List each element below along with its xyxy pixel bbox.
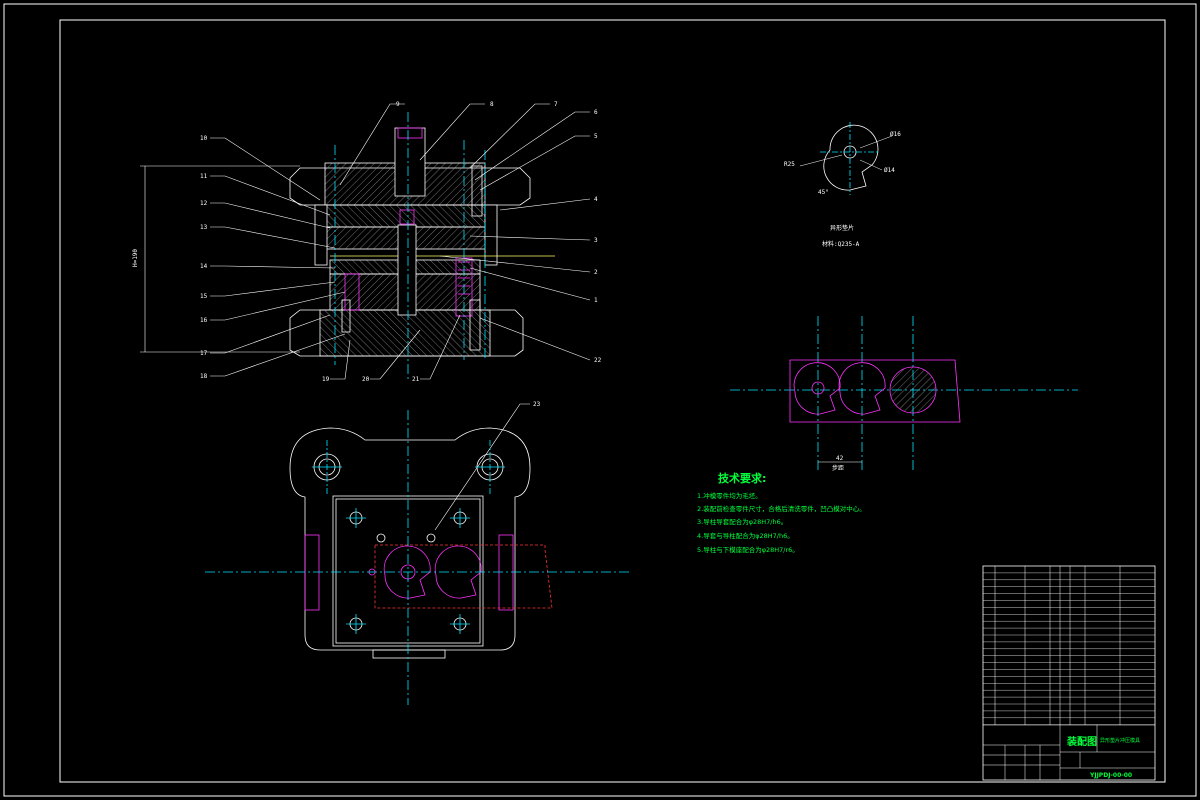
inner-border [59,19,1166,783]
leader-label: 7 [554,101,558,108]
strip-dim: 42 [836,455,844,462]
part-caption: 异形垫片 [830,224,854,232]
leader-lines [210,103,591,531]
leader-label: 19 [322,376,330,383]
leader-label: 6 [594,109,598,116]
tech-item: 5.导柱与下模座配合为φ28H7/r6。 [697,545,799,554]
title-block-product-name: 异形垫片冲压模具 [1100,737,1140,744]
tech-item: 4.导套与导柱配合为φ28H7/h6。 [697,531,794,540]
leader-label: 20 [362,376,370,383]
leader-label: 13 [200,224,208,231]
part-dim-d: Ø16 [890,131,901,138]
part-dim-r: R25 [784,161,795,168]
leader-label: 22 [594,357,602,364]
leader-label: 12 [200,200,208,207]
leader-label: 16 [200,317,208,324]
parts-list-table [982,565,1156,781]
leader-label: 15 [200,293,208,300]
leader-label: 10 [200,135,208,142]
leader-label: 4 [594,196,598,203]
leader-label: 9 [396,101,400,108]
leader-label: 1 [594,297,598,304]
title-block-code: YJJPDJ-00-00 [1089,772,1132,779]
leader-numbers: 9 8 7 6 5 4 3 2 1 22 10 11 12 13 14 15 1… [200,101,602,408]
strip-dim-sub: 步距 [832,464,844,472]
leader-label: 21 [412,376,420,383]
parts-list-rows [983,572,1155,725]
tech-item: 2.装配前检查零件尺寸，合格后清洗零件，凹凸模对中心。 [697,504,866,513]
part-dim-angle: 45° [818,189,829,196]
height-dimension-label: H=190 [132,249,139,267]
leader-label: 23 [533,401,541,408]
tech-item: 3.导柱导套配合为φ28H7/h6。 [697,517,787,526]
part-dim-d2: Ø14 [884,167,895,174]
part-material: 材料:Q235-A [822,240,860,248]
leader-label: 17 [200,350,208,357]
strip-layout-view [730,316,1078,470]
title-block-drawing-name: 装配图 [1066,735,1097,748]
leader-label: 3 [594,237,598,244]
part-detail-view [799,122,893,195]
leader-label: 14 [200,263,208,270]
leader-label: 8 [490,101,494,108]
section-view [140,112,555,380]
tech-item: 1.冲模零件均为毛坯。 [697,491,762,500]
outer-border [3,3,1197,797]
leader-label: 11 [200,173,208,180]
plan-view [205,410,630,705]
tech-title: 技术要求: [718,471,766,485]
leader-label: 5 [594,133,598,140]
leader-label: 2 [594,269,598,276]
leader-label: 18 [200,373,208,380]
